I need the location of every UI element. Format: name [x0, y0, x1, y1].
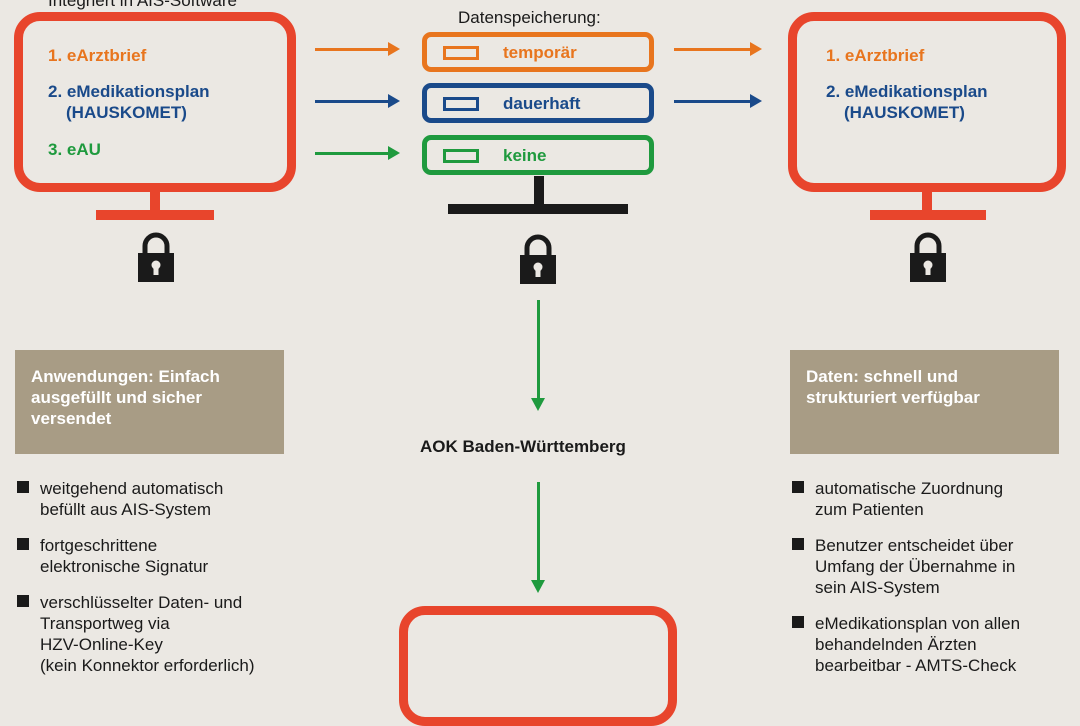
left-info-box: Anwendungen: Einfach ausgefüllt und sich…	[15, 350, 284, 454]
storage-chip-icon	[443, 97, 479, 111]
arrow-right-icon	[674, 42, 762, 56]
storage-keine: keine	[422, 135, 654, 175]
storage-dauerhaft: dauerhaft	[422, 83, 654, 123]
aok-label: AOK Baden-Württemberg	[420, 437, 626, 456]
right-info-box: Daten: schnell und strukturiert verfügba…	[790, 350, 1059, 454]
right-monitor-neck	[922, 190, 932, 212]
left-monitor-neck	[150, 190, 160, 212]
right-monitor	[788, 12, 1066, 192]
lock-icon	[520, 234, 556, 284]
left-monitor	[14, 12, 296, 192]
right-monitor-base	[870, 210, 986, 220]
storage-label: dauerhaft	[503, 94, 581, 113]
left-monitor-base	[96, 210, 214, 220]
top-left-caption: Integriert in AIS-Software	[48, 0, 237, 10]
arrow-right-icon	[315, 94, 400, 108]
right-item-earztbrief: 1. eArztbrief	[826, 46, 925, 65]
center-caption: Datenspeicherung:	[458, 8, 601, 27]
left-item-eau: 3. eAU	[48, 140, 101, 159]
arrow-down-icon-head	[531, 580, 545, 593]
lock-icon	[138, 232, 174, 282]
bottom-monitor	[399, 606, 677, 726]
storage-chip-icon	[443, 46, 479, 60]
arrow-down-icon-head	[531, 398, 545, 411]
center-monitor-neck	[534, 176, 544, 204]
arrow-right-icon	[315, 42, 400, 56]
arrow-down-icon	[537, 300, 540, 400]
lock-icon	[910, 232, 946, 282]
storage-label: keine	[503, 146, 547, 165]
storage-temporaer: temporär	[422, 32, 654, 72]
arrow-right-icon	[315, 146, 400, 160]
storage-chip-icon	[443, 149, 479, 163]
left-item-earztbrief: 1. eArztbrief	[48, 46, 147, 65]
arrow-right-icon	[674, 94, 762, 108]
center-monitor-base	[448, 204, 628, 214]
storage-label: temporär	[503, 43, 577, 62]
arrow-down-icon	[537, 482, 540, 582]
left-item-emedikationsplan: 2. eMedikationsplan (HAUSKOMET)	[48, 82, 210, 122]
right-item-emedikationsplan: 2. eMedikationsplan (HAUSKOMET)	[826, 82, 988, 122]
